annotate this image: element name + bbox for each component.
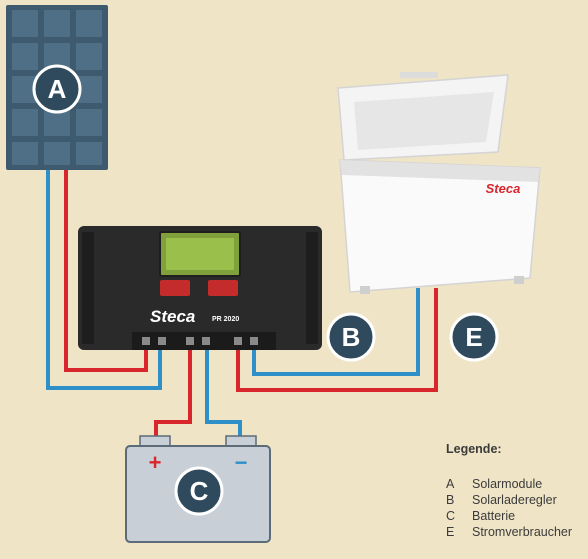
legend-item: E Stromverbraucher [446,524,588,540]
freezer-brand-label: Steca [486,181,521,196]
wires [46,168,438,440]
legend-key: E [446,525,455,539]
svg-text:C: C [190,476,209,506]
legend-item: B Solarladeregler [446,492,588,508]
svg-text:E: E [465,322,482,352]
legend-item: A Solarmodule [446,476,588,492]
controller-brand-label: Steca [150,307,195,326]
legend-key: C [446,509,456,523]
legend-key: B [446,493,455,507]
legend-label: Stromverbraucher [472,525,573,539]
wire-consumer-negative [252,288,420,376]
svg-text:B: B [342,322,361,352]
wire-battery-positive [154,350,192,440]
legend-label: Batterie [472,509,516,523]
badge-consumer: E [449,312,499,362]
battery-minus-label: − [235,450,248,475]
legend-label: Solarmodule [472,477,543,491]
badge-controller: B [326,312,376,362]
wire-consumer-positive [236,288,438,392]
controller-model-label: PR 2020 [212,316,239,323]
battery-plus-label: + [149,450,162,475]
legend-title: Legende: [446,442,502,456]
wire-battery-negative [205,350,242,440]
legend-label: Solarladeregler [472,493,557,507]
chest-freezer: Steca [337,72,541,294]
badge-solar: A [32,64,82,114]
wire-solar-positive [64,168,148,372]
legend-key: A [446,477,455,491]
legend: Legende: A Solarmodule B Solarladeregler… [446,442,588,540]
svg-text:A: A [48,74,67,104]
charge-controller: Steca PR 2020 [78,226,322,350]
wire-solar-negative [46,168,162,390]
legend-item: C Batterie [446,508,588,524]
badge-battery: C [174,466,224,516]
